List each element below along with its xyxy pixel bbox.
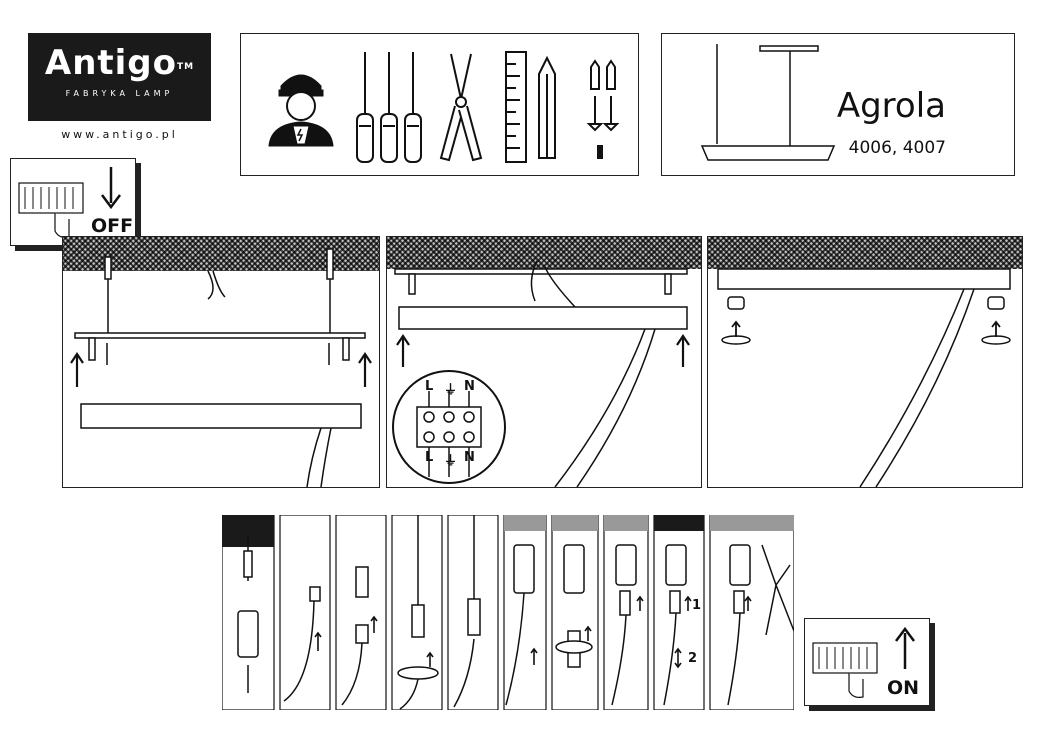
mounting-plate-illustration: [70, 248, 372, 487]
hand-icon: [54, 213, 70, 238]
brand-logo: AntigoTM FABRYKA LAMP: [28, 33, 211, 121]
brand-trademark: TM: [177, 62, 195, 72]
power-off-panel: OFF: [10, 158, 136, 246]
product-name: Agrola: [836, 86, 946, 126]
breaker-box-icon: [812, 642, 878, 698]
ceiling: [387, 237, 701, 269]
arrow-up-icon: [396, 334, 690, 367]
electrician-icon: [268, 74, 334, 147]
product-codes: 4006, 4007: [848, 138, 946, 158]
product-panel: Agrola 4006, 4007: [661, 33, 1015, 176]
brand-name: Antigo: [44, 43, 177, 83]
brand-website: www.antigo.pl: [61, 128, 178, 141]
step-label-1: 1: [692, 598, 702, 613]
rotate-arrow-icon: [731, 320, 1001, 337]
arrow-up-icon: [70, 352, 372, 387]
step-panel-3: [707, 236, 1023, 488]
terminal-bottom-n: N: [464, 450, 475, 465]
ruler-icon: [505, 51, 527, 163]
arrow-up-icon: [895, 626, 915, 669]
wall-plugs-icon: [586, 59, 620, 159]
terminal-bottom-l: L: [425, 450, 434, 465]
arrow-down-icon: [101, 167, 121, 210]
arrow-up-icon: [314, 595, 752, 669]
breaker-box-icon: [18, 182, 84, 238]
canopy-fixing-illustration: [717, 268, 1011, 487]
tools-illustration: [268, 51, 620, 163]
terminal-top-ground: ⏚: [444, 383, 458, 398]
step-label-2: 2: [688, 651, 698, 666]
off-label: OFF: [91, 215, 134, 237]
terminal-block-icon: [416, 391, 482, 477]
hand-icon: [848, 673, 864, 698]
screwdrivers-icon: [356, 52, 422, 163]
ceiling: [708, 237, 1022, 269]
tools-panel: [240, 33, 639, 176]
suspension-steps-illustration: [221, 514, 795, 711]
brand-tagline: FABRYKA LAMP: [65, 89, 174, 98]
suspension-steps-strip: 1 2: [221, 514, 795, 711]
terminal-top-l: L: [425, 379, 434, 394]
terminal-top-n: N: [464, 379, 475, 394]
terminal-bottom-ground: ⏚: [444, 454, 458, 469]
power-on-panel: ON: [804, 618, 930, 706]
pencil-icon: [538, 55, 556, 159]
on-label: ON: [887, 677, 920, 699]
step-panel-2: L ⏚ N L ⏚ N: [386, 236, 702, 488]
pliers-icon: [439, 53, 483, 162]
step-panel-1: [62, 236, 380, 488]
wiring-illustration: [392, 260, 690, 487]
lamp-illustration: [700, 44, 836, 161]
